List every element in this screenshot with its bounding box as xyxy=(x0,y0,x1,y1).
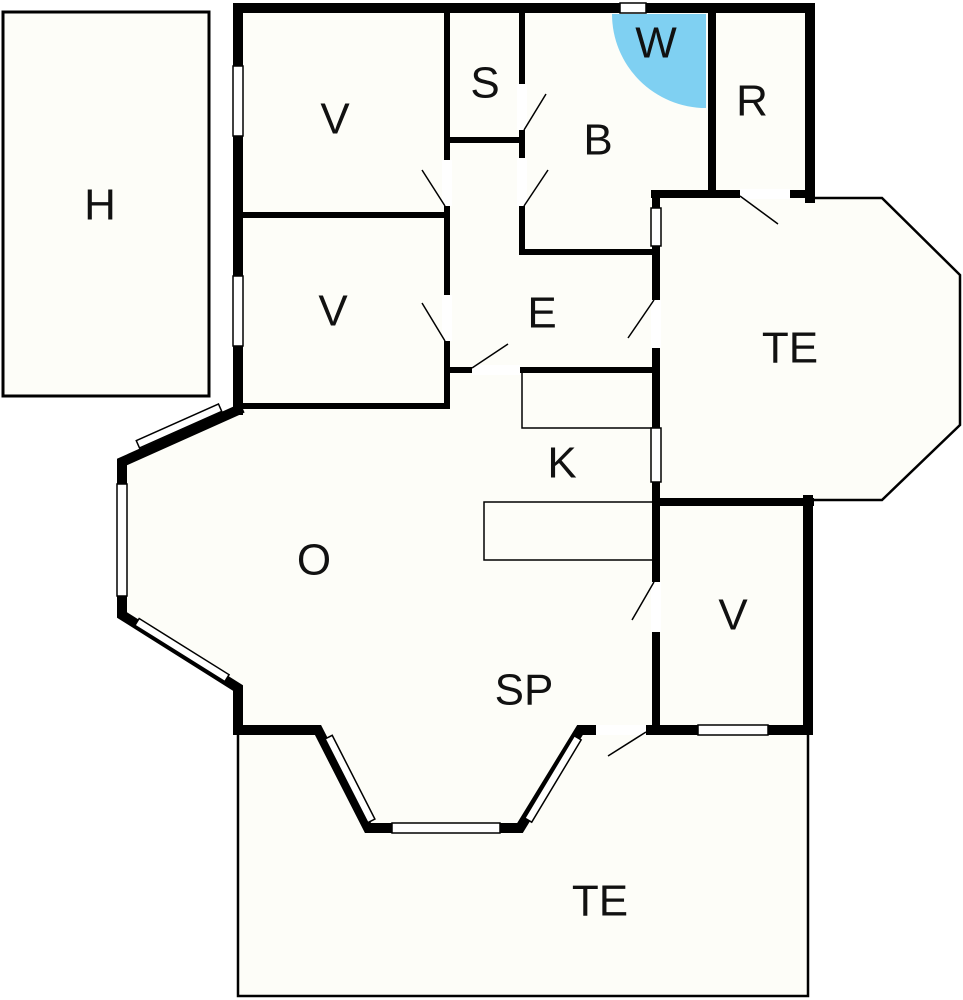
door-gap-r xyxy=(740,189,790,199)
label-v-bottom: V xyxy=(718,591,748,640)
outbuilding-outline xyxy=(1,10,211,398)
wall-bay-left xyxy=(117,403,245,735)
terrace-right-outline xyxy=(810,196,962,502)
label-o: O xyxy=(297,536,331,585)
door-swing-v2 xyxy=(421,302,446,342)
window-v-bottom xyxy=(697,724,769,736)
label-v-mid: V xyxy=(318,287,348,336)
door-gap-e xyxy=(472,365,520,375)
label-s: S xyxy=(470,59,499,108)
door-gap-b xyxy=(517,158,527,206)
terrace-outlines xyxy=(236,196,962,998)
door-gap-te xyxy=(651,300,661,348)
kitchen-counter-upper xyxy=(521,372,652,429)
door-swing-e xyxy=(471,343,509,369)
label-e: E xyxy=(527,289,556,338)
door-gap-v2 xyxy=(442,295,452,341)
doors xyxy=(421,84,790,757)
windows xyxy=(116,2,769,834)
door-swing-terrace xyxy=(607,731,647,757)
door-gap-s xyxy=(517,84,527,130)
door-swing-b xyxy=(523,169,549,207)
outbuilding-floor xyxy=(3,12,209,396)
door-gap-v1 xyxy=(442,160,452,206)
window-bay-bottom-right xyxy=(523,734,583,824)
door-swing-v-bottom xyxy=(631,581,655,621)
window-bay-bottom-center xyxy=(391,822,501,834)
label-h: H xyxy=(84,181,116,230)
label-te-bottom: TE xyxy=(572,877,628,926)
window-b-east xyxy=(650,207,662,247)
label-b: B xyxy=(583,116,612,165)
label-k: K xyxy=(547,439,576,488)
label-te-right: TE xyxy=(762,324,818,373)
shower-area xyxy=(612,14,706,108)
terrace-bottom-outline xyxy=(236,732,810,998)
floor-areas xyxy=(3,8,960,996)
door-gap-v-bottom xyxy=(651,582,661,632)
window-bay-bottom-left xyxy=(324,734,376,824)
door-swing-te xyxy=(627,299,655,339)
door-swing-r xyxy=(739,195,779,225)
kitchen-counter-lower xyxy=(483,501,652,561)
kitchen-counters xyxy=(483,372,652,561)
door-swing-s xyxy=(523,93,547,131)
window-top xyxy=(619,2,647,14)
label-sp: SP xyxy=(495,666,554,715)
window-kitchen xyxy=(650,427,662,483)
window-bay-bottom xyxy=(133,617,231,683)
window-bay-top xyxy=(135,403,223,449)
terrace-bottom-floor xyxy=(238,732,808,996)
label-w: W xyxy=(635,19,677,68)
door-gap-terrace xyxy=(596,725,646,735)
label-v-top: V xyxy=(320,95,350,144)
window-left-lower xyxy=(232,275,244,347)
window-left-upper xyxy=(232,65,244,137)
label-r: R xyxy=(736,77,768,126)
room-labels: H V S W B R V E TE K O SP V TE xyxy=(84,19,818,926)
window-bay-left xyxy=(116,483,128,597)
door-swing-v1 xyxy=(421,169,446,207)
